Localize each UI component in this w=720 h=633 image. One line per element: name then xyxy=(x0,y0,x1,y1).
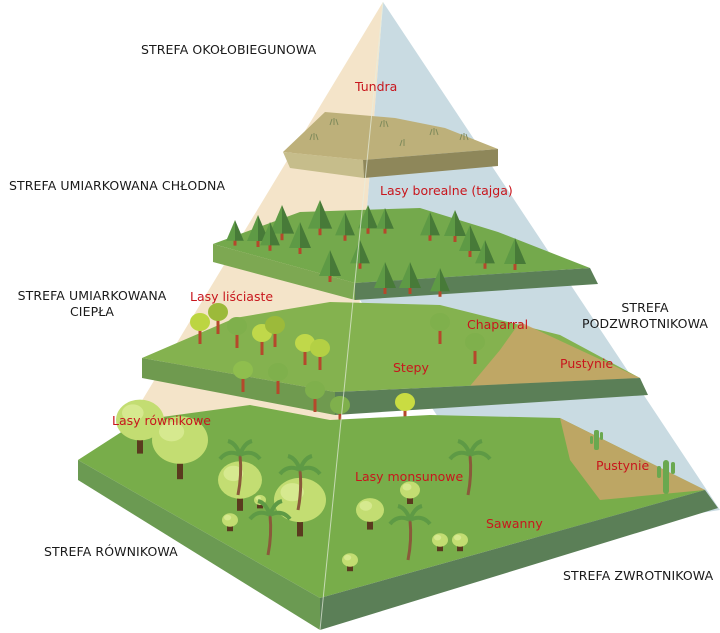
conifer-tree-icon xyxy=(475,240,495,269)
deciduous-tree-icon xyxy=(227,317,247,348)
zone-label-polar: STREFA OKOŁOBIEGUNOWA xyxy=(141,42,317,57)
tropical-tree-icon xyxy=(452,533,468,552)
deciduous-tree-icon xyxy=(430,313,450,344)
tropical-trees xyxy=(116,399,492,572)
zone-label-warm-temperate-line1: STREFA UMIARKOWANA xyxy=(17,288,167,303)
conifer-tree-icon xyxy=(374,262,396,294)
tropical-tree-icon xyxy=(342,553,358,572)
conifer-tree-icon xyxy=(504,238,526,270)
biome-label-chaparral: Chaparral xyxy=(467,317,529,332)
zone-label-warm-temperate-line2: CIEPŁA xyxy=(69,304,115,319)
tropical-tree-icon xyxy=(356,498,384,530)
conifer-tree-icon xyxy=(430,268,450,297)
deciduous-tree-icon xyxy=(310,339,330,370)
deciduous-trees xyxy=(190,303,485,427)
biome-label-savanna: Sawanny xyxy=(486,516,543,531)
pyramid-ridge xyxy=(319,1,384,631)
tropical-tree-icon xyxy=(116,399,164,454)
conifer-tree-icon xyxy=(269,205,295,241)
conifer-tree-icon xyxy=(307,200,333,236)
tropical-tree-icon xyxy=(152,416,208,480)
zone-label-subtropical-line1: STREFA xyxy=(621,300,669,315)
conifer-tree-icon xyxy=(260,222,280,251)
deciduous-tree-icon xyxy=(265,316,285,347)
biome-label-deciduous: Lasy liściaste xyxy=(190,289,274,304)
zone-label-warm-temperate: STREFA UMIARKOWANA CIEPŁA xyxy=(12,288,172,320)
deciduous-tree-icon xyxy=(233,361,253,392)
conifer-tree-icon xyxy=(444,210,466,242)
tropical-tree-icon xyxy=(222,513,238,532)
conifer-trees xyxy=(226,200,526,297)
zone-label-subtropical: STREFA PODZWROTNIKOWA xyxy=(575,300,715,332)
conifer-tree-icon xyxy=(289,222,311,254)
deciduous-tree-icon xyxy=(208,303,228,334)
palm-tree-icon xyxy=(388,504,432,561)
conifer-tree-icon xyxy=(335,212,355,241)
tropical-tree-icon xyxy=(432,533,448,552)
biome-label-tundra: Tundra xyxy=(355,79,398,94)
biome-label-boreal: Lasy borealne (tajga) xyxy=(380,183,513,198)
deciduous-tree-icon xyxy=(305,381,325,412)
conifer-tree-icon xyxy=(226,220,244,246)
conifer-tree-icon xyxy=(319,250,341,282)
zone-label-cold-temperate: STREFA UMIARKOWANA CHŁODNA xyxy=(9,178,226,193)
deciduous-tree-icon xyxy=(465,333,485,364)
biome-label-monsoon: Lasy monsunowe xyxy=(355,469,464,484)
conifer-tree-icon xyxy=(376,208,394,234)
tier-tundra xyxy=(283,112,498,178)
deciduous-tree-icon xyxy=(190,313,210,344)
tier-temperate xyxy=(142,302,648,427)
palm-tree-icon xyxy=(448,439,492,496)
tier-boreal xyxy=(213,200,598,300)
biome-label-steppe: Stepy xyxy=(393,360,429,375)
conifer-tree-icon xyxy=(399,262,421,294)
biome-label-desert-tropical: Pustynie xyxy=(596,458,650,473)
palm-tree-icon xyxy=(248,499,292,556)
deciduous-tree-icon xyxy=(295,334,315,365)
zone-label-subtropical-line2: PODZWROTNIKOWA xyxy=(581,316,709,331)
conifer-tree-icon xyxy=(459,225,481,257)
biome-label-rainforest: Lasy równikowe xyxy=(112,413,211,428)
zone-label-equatorial: STREFA RÓWNIKOWA xyxy=(44,544,178,559)
palm-tree-icon xyxy=(278,454,322,511)
deciduous-tree-icon xyxy=(268,363,288,394)
tier-tropical xyxy=(78,399,718,630)
conifer-tree-icon xyxy=(420,212,440,241)
biome-label-desert-subtropical: Pustynie xyxy=(560,356,614,371)
cactus-icon xyxy=(590,430,675,494)
tropical-tree-icon xyxy=(400,481,420,504)
zone-label-tropical: STREFA ZWROTNIKOWA xyxy=(563,568,714,583)
palm-tree-icon xyxy=(218,439,262,496)
